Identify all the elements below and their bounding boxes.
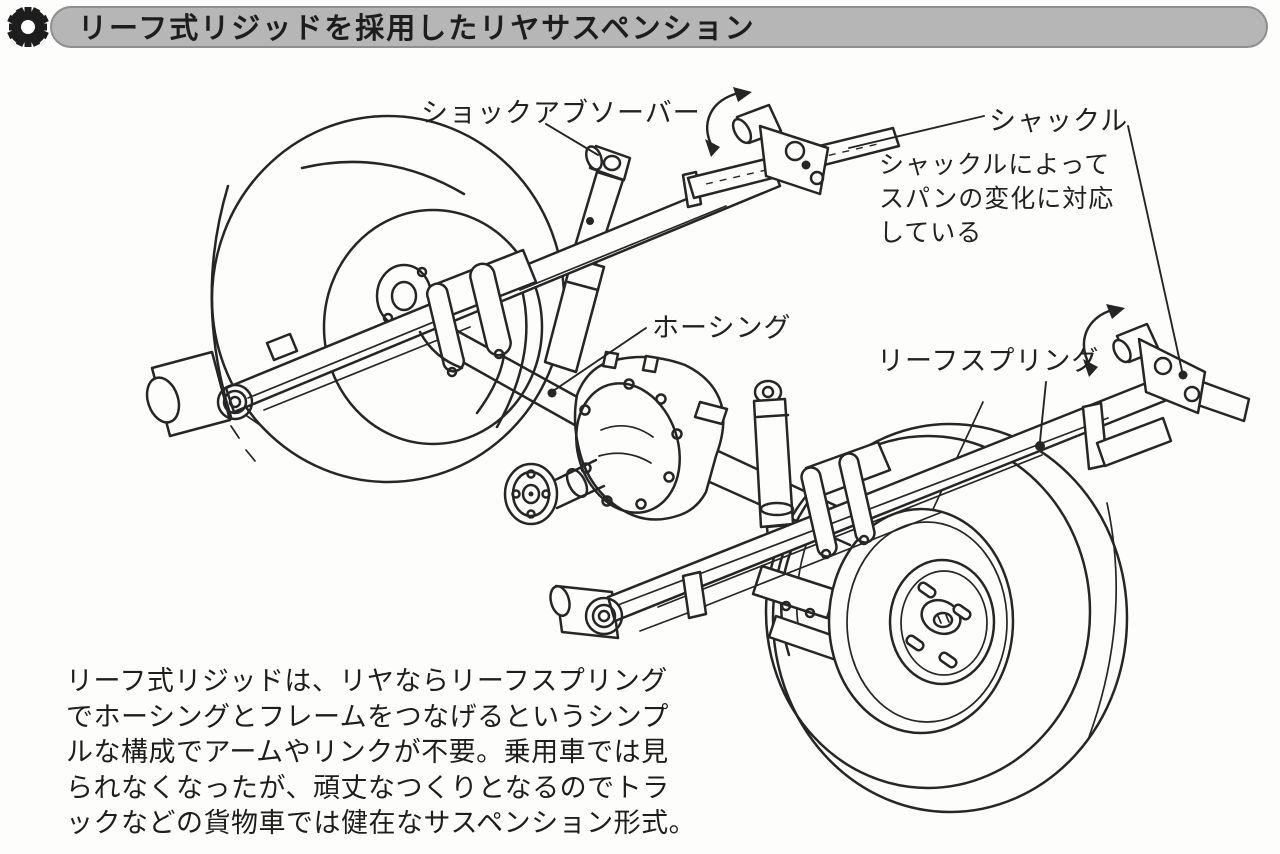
differential xyxy=(573,350,729,521)
spring-clip xyxy=(265,332,299,362)
shackle-front xyxy=(731,103,830,196)
caption-paragraph: リーフ式リジッドは、リヤならリーフスプリング でホーシングとフレームをつなげると… xyxy=(66,664,696,842)
leader-leaf-spring xyxy=(1039,381,1047,442)
gear-icon xyxy=(7,7,49,47)
leaf-spring-rear xyxy=(549,374,1174,640)
wheel-studs xyxy=(905,581,972,669)
leader-shackle-front xyxy=(848,115,985,149)
label-shock-absorber: ショックアブソーバー xyxy=(421,98,701,129)
diff-cover-bolts xyxy=(579,378,683,510)
pinion-flange xyxy=(503,458,606,526)
spring-clip xyxy=(681,570,708,620)
motion-arrow-front xyxy=(705,87,752,157)
caption-line: られなくなったが、頑丈なつくりとなるのでトラ xyxy=(66,772,670,804)
shackle-note-line: している xyxy=(879,218,983,247)
leader-lines xyxy=(545,115,1188,451)
leader-housing xyxy=(552,327,647,392)
caption-line: でホーシングとフレームをつなげるというシンプ xyxy=(66,701,669,733)
label-housing: ホーシング xyxy=(652,313,792,344)
caption-line: ルな構成でアームやリンクが不要。乗用車では見 xyxy=(66,737,669,768)
caption-line: ックなどの貨物車では健在なサスペンション形式。 xyxy=(66,808,697,839)
header-bar xyxy=(50,6,1268,48)
section-header: リーフ式リジッドを採用したリヤサスペンション xyxy=(0,0,1280,56)
label-shackle: シャックル xyxy=(989,106,1129,137)
shackle-rear xyxy=(1112,322,1251,423)
right-wheel xyxy=(764,422,1129,814)
caption-line: リーフ式リジッドは、リヤならリーフスプリング xyxy=(66,666,668,697)
page-title: リーフ式リジッドを採用したリヤサスペンション xyxy=(78,11,756,45)
motion-arrow-rear xyxy=(1082,304,1125,377)
left-wheel xyxy=(210,114,566,484)
label-leaf-spring: リーフスプリング xyxy=(877,346,1100,377)
u-bolt-clamp-rear xyxy=(800,440,892,560)
shackle-note: シャックルによって スパンの変化に対応 している xyxy=(879,148,1114,250)
leader-shock-absorber xyxy=(545,123,599,156)
leader-shackle-rear xyxy=(1127,125,1183,372)
u-bolt-clamp-front xyxy=(418,248,538,378)
axle-housing xyxy=(441,326,860,547)
shackle-note-line: シャックルによって xyxy=(879,150,1111,179)
shackle-note-line: スパンの変化に対応 xyxy=(879,184,1115,213)
leaf-spring-front xyxy=(145,162,782,438)
